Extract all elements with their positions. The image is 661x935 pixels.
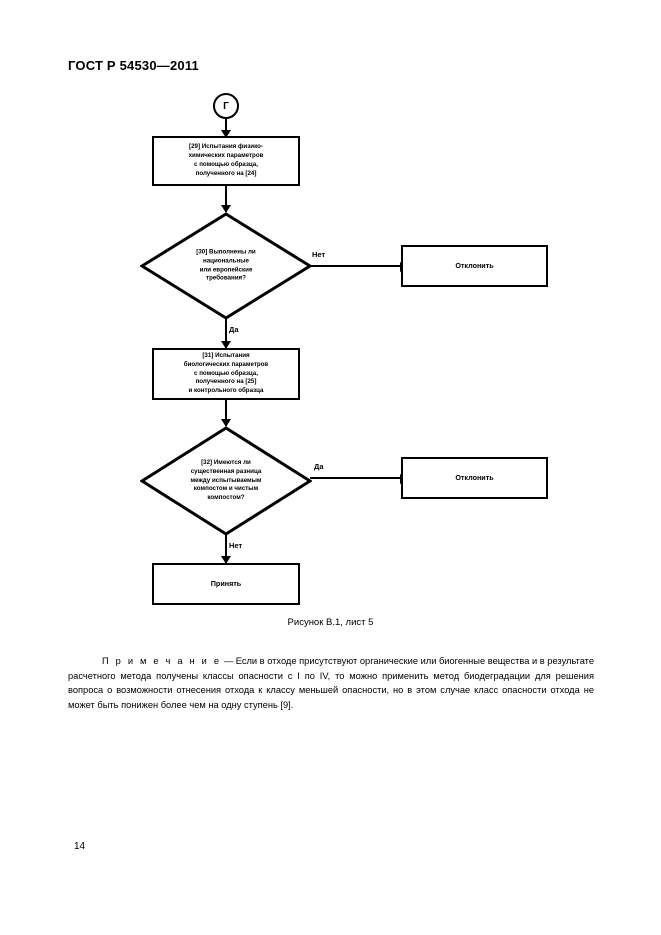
flow-node-30-label: [30] Выполнены ли национальные или европ… bbox=[161, 248, 292, 283]
edge-label-yes-2: Да bbox=[314, 462, 324, 471]
flow-node-reject-1: Отклонить bbox=[401, 245, 548, 287]
flow-node-31-line-3: полученного на [25] bbox=[195, 378, 257, 386]
flow-node-32-line-3: компостом и чистым bbox=[193, 485, 259, 493]
document-header: ГОСТ Р 54530—2011 bbox=[68, 58, 199, 73]
flow-node-31: [31] Испытания биологических параметров … bbox=[152, 348, 300, 400]
flow-connector-label: Г bbox=[223, 100, 229, 112]
note-text: Если в отходе присутствуют органические … bbox=[68, 656, 594, 711]
flow-node-accept: Принять bbox=[152, 563, 300, 605]
flow-node-29-line-0: [29] Испытания физико- bbox=[189, 143, 263, 151]
flow-node-32-line-1: существенная разница bbox=[190, 467, 262, 475]
flow-node-32-line-4: компостом? bbox=[207, 494, 245, 502]
flow-connector-g: Г bbox=[213, 93, 239, 119]
flow-node-32-label: [32] Имеются ли существенная разница меж… bbox=[161, 459, 292, 503]
arrowhead-32-no bbox=[221, 556, 231, 564]
flow-node-30-line-1: национальные bbox=[203, 257, 249, 265]
flow-node-31-line-2: с помощью образца, bbox=[194, 369, 258, 377]
arrowhead-to-32 bbox=[221, 419, 231, 427]
flow-node-29-line-2: с помощью образца, bbox=[194, 161, 258, 168]
flow-node-29: [29] Испытания физико- химических параме… bbox=[152, 136, 300, 186]
arrowhead-30-yes bbox=[221, 341, 231, 349]
flow-node-29-line-1: химических параметров bbox=[188, 152, 264, 160]
edge-30-no bbox=[310, 265, 410, 267]
flow-node-30-line-3: требования? bbox=[206, 274, 246, 282]
edge-32-yes bbox=[310, 477, 410, 479]
edge-label-no-2: Нет bbox=[229, 541, 243, 550]
edge-label-yes-1: Да bbox=[229, 325, 239, 334]
flow-node-reject-2-label: Отклонить bbox=[455, 472, 494, 482]
flow-node-30-line-0: [30] Выполнены ли bbox=[196, 248, 256, 256]
flow-node-reject-2: Отклонить bbox=[401, 457, 548, 499]
flow-node-31-line-4: и контрольного образца bbox=[188, 387, 264, 395]
edge-connector-to-29 bbox=[225, 119, 227, 137]
figure-caption: Рисунок В.1, лист 5 bbox=[287, 617, 374, 628]
flow-node-32-line-2: между испытываемым bbox=[190, 476, 262, 484]
flow-node-32-line-0: [32] Имеются ли bbox=[201, 459, 251, 467]
flow-node-31-line-1: биологических параметров bbox=[183, 360, 269, 368]
arrowhead-to-29 bbox=[221, 130, 231, 138]
note-dash: — bbox=[221, 656, 236, 666]
edge-30-yes bbox=[225, 318, 227, 348]
edge-29-to-30 bbox=[225, 186, 227, 212]
flow-node-reject-1-label: Отклонить bbox=[455, 260, 494, 270]
flow-node-29-line-3: полученного на [24] bbox=[195, 169, 257, 177]
flow-node-accept-label: Принять bbox=[210, 578, 242, 588]
note-paragraph: П р и м е ч а н и е — Если в отходе прис… bbox=[68, 654, 594, 713]
flow-node-30-line-2: или европейские bbox=[199, 266, 253, 273]
flow-node-30: [30] Выполнены ли национальные или европ… bbox=[140, 212, 312, 320]
edge-32-no bbox=[225, 534, 227, 564]
flow-node-31-line-0: [31] Испытания bbox=[202, 352, 250, 359]
page-number: 14 bbox=[74, 841, 86, 852]
flow-node-32: [32] Имеются ли существенная разница меж… bbox=[140, 426, 312, 536]
edge-label-no-1: Нет bbox=[312, 250, 326, 259]
edge-31-to-32 bbox=[225, 400, 227, 426]
note-keyword: П р и м е ч а н и е bbox=[102, 656, 222, 666]
flowchart: Г [29] Испытания физико- химических пара… bbox=[140, 93, 548, 605]
arrowhead-to-30 bbox=[221, 205, 231, 213]
